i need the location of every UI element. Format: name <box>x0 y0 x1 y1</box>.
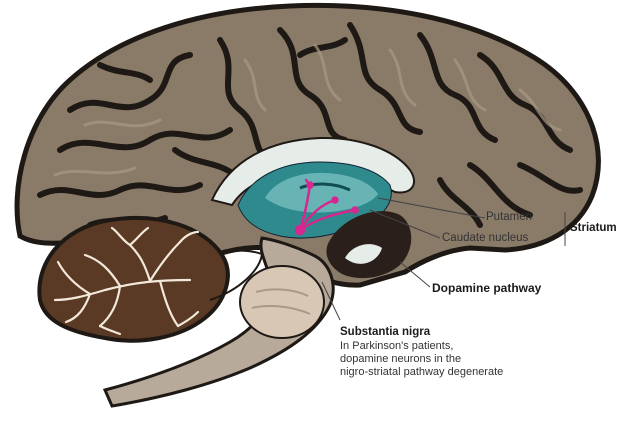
label-substantia-note-1: In Parkinson's patients, <box>340 340 453 352</box>
cerebellum <box>39 218 227 341</box>
label-substantia-note-2: dopamine neurons in the <box>340 353 461 365</box>
label-striatum: Striatum <box>570 222 617 234</box>
label-putamen: Putamen <box>486 211 532 223</box>
label-substantia-note-3: nigro-striatal pathway degenerate <box>340 366 503 378</box>
pons <box>240 266 324 338</box>
label-caudate-nucleus: Caudate nucleus <box>442 232 528 244</box>
label-dopamine-pathway: Dopamine pathway <box>432 281 541 295</box>
label-substantia-nigra: Substantia nigra <box>340 326 430 338</box>
